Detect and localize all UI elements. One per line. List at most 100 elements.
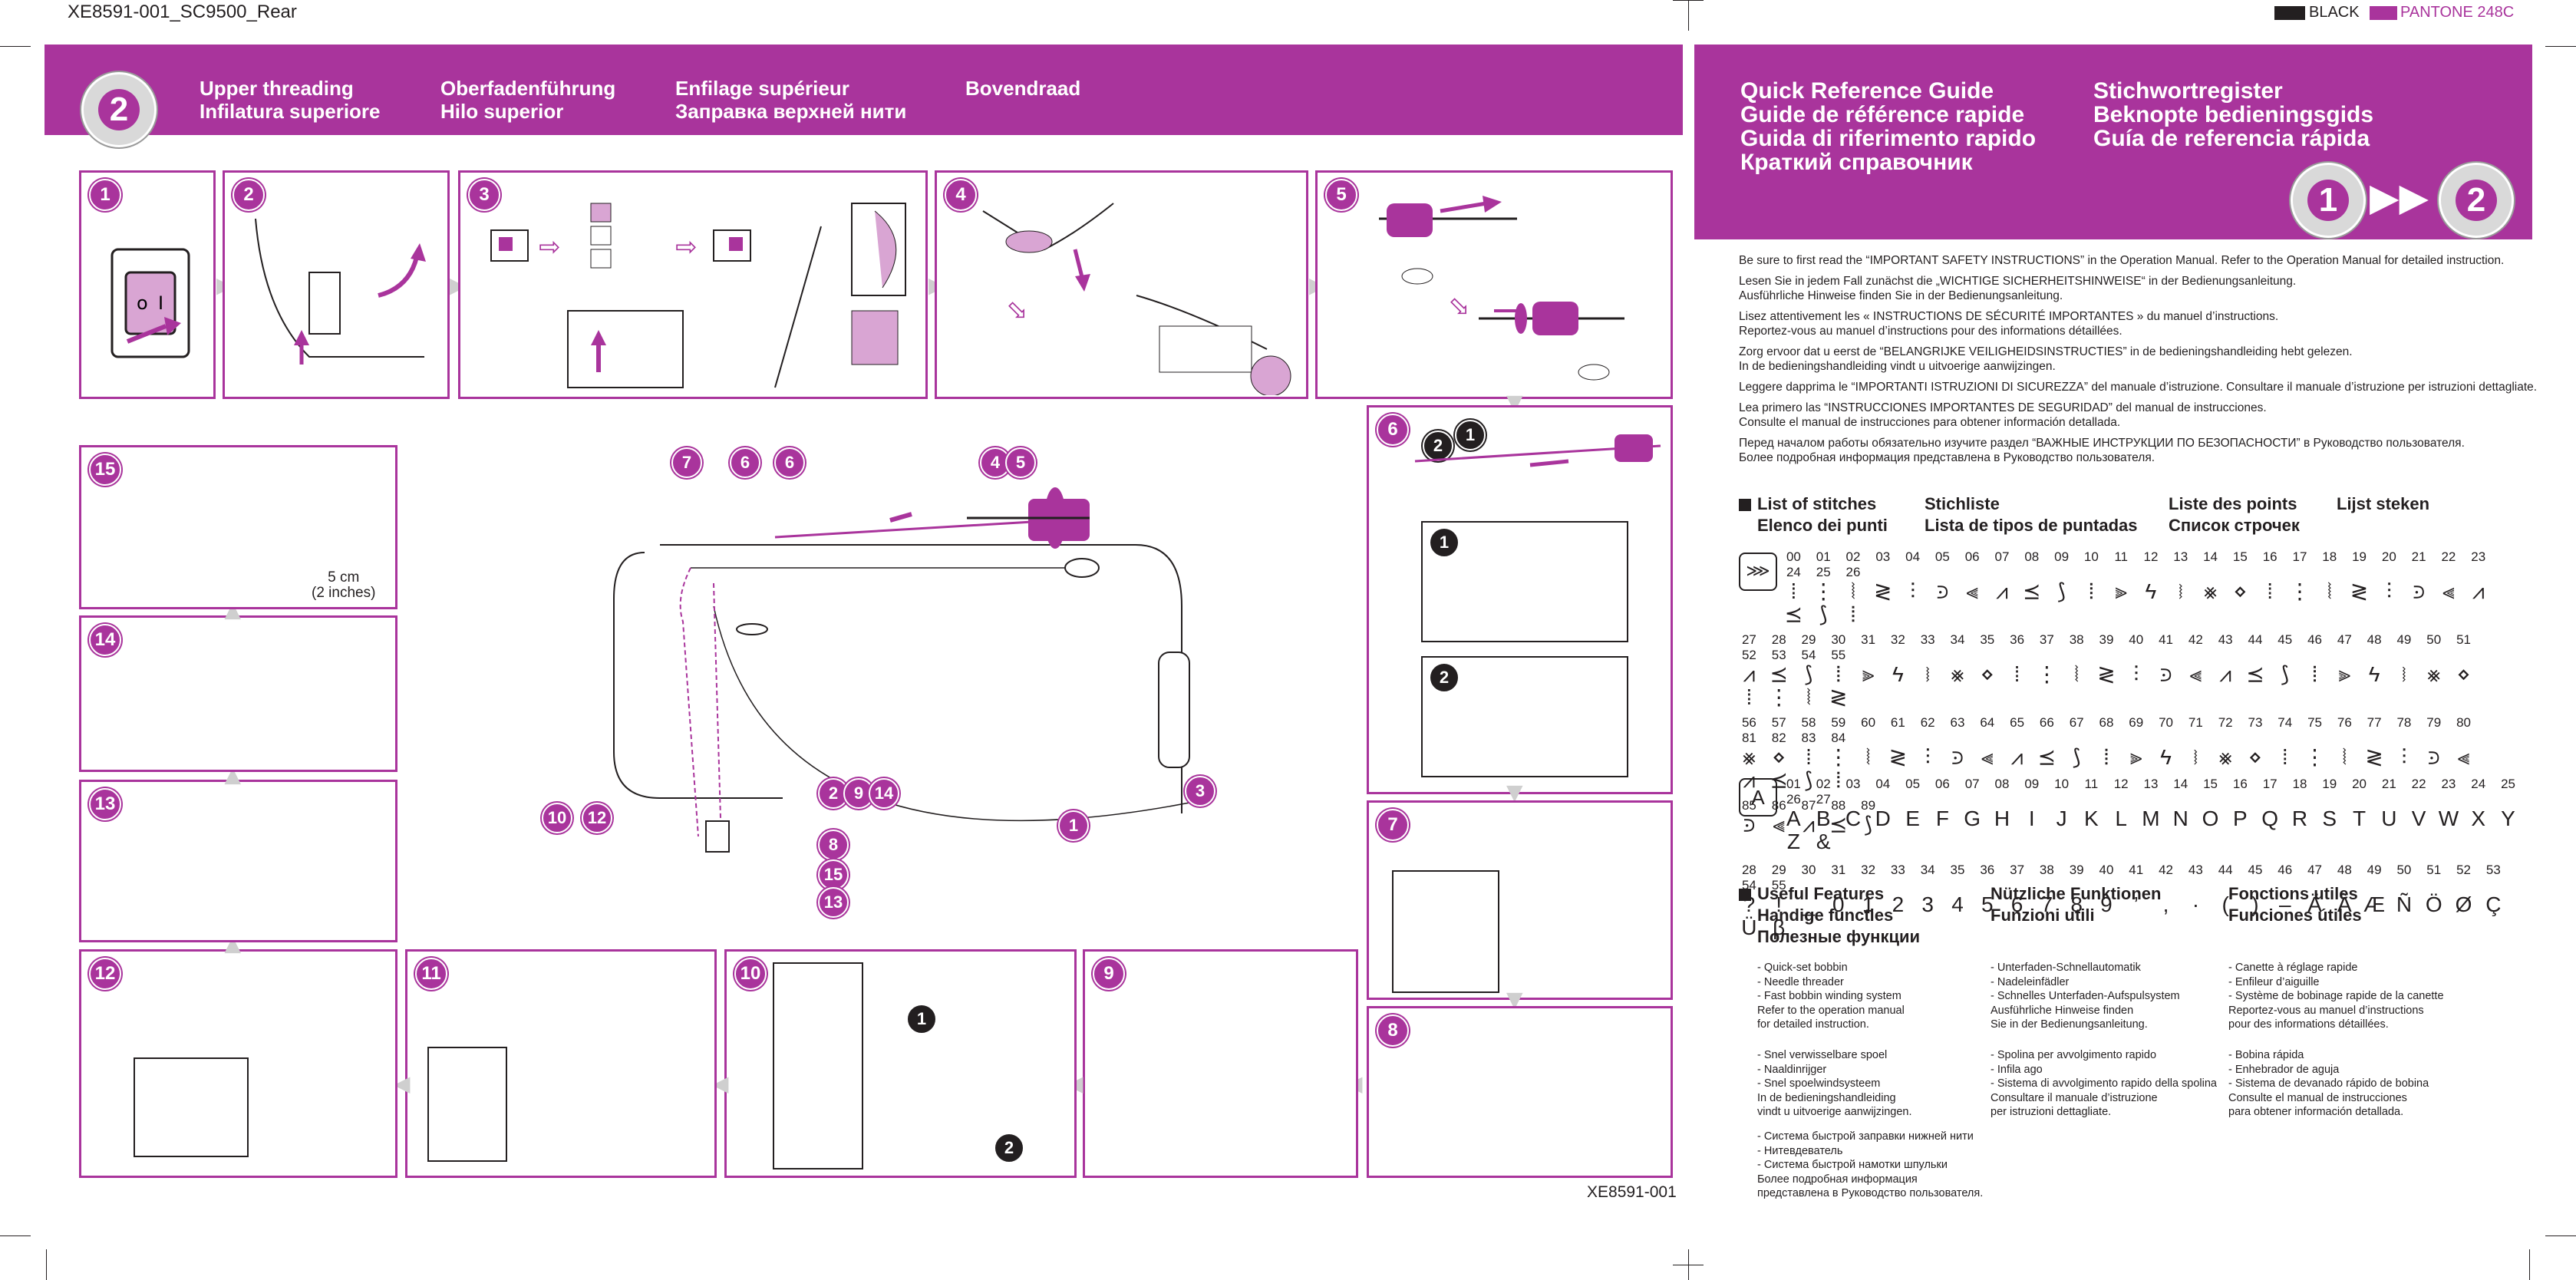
stitch-number: 86: [1771, 798, 1786, 813]
feature-item: - Canette à réglage rapide: [2228, 962, 2358, 974]
threading-title-nl: Bovendraad: [965, 77, 1080, 100]
stitch-pattern-icon: ≷: [2350, 579, 2369, 603]
step-badge: 2: [233, 179, 265, 211]
crop-mark: [46, 1249, 47, 1280]
features-list-es: - Bobina rápida - Enhebrador de aguja - …: [2228, 1048, 2459, 1120]
feature-item: представлена в Руководство пользователя.: [1757, 1187, 1984, 1199]
character-number: 15: [2203, 777, 2218, 791]
character-glyph: E: [1905, 807, 1920, 830]
character-number: 34: [1920, 863, 1935, 877]
character-glyph: 6: [2010, 892, 2024, 916]
character-glyph: G: [1964, 807, 1981, 830]
character-glyph: β: [1773, 915, 1786, 939]
stitch-pattern-icon: ⪯: [1770, 768, 1788, 792]
stitch-number: 07: [1994, 549, 2010, 564]
step-1-panel: 1 o I: [79, 170, 216, 399]
stitch-pattern-icon: ⦙: [1836, 662, 1841, 686]
character-glyph: I: [2028, 807, 2035, 830]
callout-14: 14: [869, 778, 899, 809]
bobbin-placement-illustration: ⬂: [982, 203, 1291, 395]
character-glyph: !: [1776, 892, 1783, 916]
stitch-number: 75: [2307, 715, 2322, 730]
features-list-nl: - Snel verwisselbare spoel - Naaldinrijg…: [1757, 1048, 1987, 1120]
stitch-number: 20: [2381, 549, 2396, 564]
stitch-number: 14: [2203, 549, 2218, 564]
progress-from: 1: [2307, 180, 2349, 221]
character-number: 51: [2426, 863, 2442, 877]
stitch-number: 76: [2337, 715, 2352, 730]
stitch-number: 36: [2010, 632, 2025, 647]
qrg-title: Stichwortregister: [2093, 78, 2283, 104]
stitch-pattern-icon: ⧘: [2178, 579, 2183, 603]
feature-item: - Enhebrador de aguja: [2228, 1063, 2340, 1076]
character-glyph: 7: [2040, 892, 2053, 916]
threading-title-de-es: Oberfadenführung Hilo superior: [440, 77, 615, 123]
character-glyph: R: [2291, 807, 2308, 830]
character-number: 28: [1741, 863, 1756, 877]
svg-text:⇨: ⇨: [539, 232, 561, 262]
callout-15: 15: [818, 859, 849, 890]
character-number: 47: [2307, 863, 2322, 877]
feature-item: Reportez-vous au manuel d’instructions: [2228, 1004, 2424, 1017]
stitch-number: 34: [1950, 632, 1965, 647]
step-badge: 7: [1377, 809, 1409, 841]
step-badge: 14: [89, 624, 121, 656]
stitch-title: List of stitches: [1757, 494, 1877, 513]
callout-6: 6: [730, 447, 760, 478]
stitch-pattern-icon: ⫷: [2457, 745, 2470, 769]
feature-item: - Snel spoelwindsysteem: [1757, 1077, 1881, 1090]
feature-item: - Sistema di avvolgimento rapido della s…: [1991, 1077, 2217, 1090]
stitch-pattern-icon: ⟆: [2072, 745, 2081, 769]
safety-text-en: Be sure to first read the “IMPORTANT SAF…: [1739, 254, 2505, 267]
feature-item: - Nadeleinfädler: [1991, 975, 2070, 988]
stitch-pattern-icon: ⋙: [1739, 553, 1777, 591]
stitch-list-title-fr-ru: Liste des points Список строчек: [2169, 493, 2300, 536]
character-number: 52: [2456, 863, 2471, 877]
character-glyph: ): [2251, 892, 2259, 916]
stitch-pattern-icon: ⋮: [1827, 745, 1849, 769]
character-glyph: 0: [1832, 892, 1845, 916]
stitch-pattern-icon: ⋄: [1981, 662, 1994, 686]
stitch-title: Liste des points: [2169, 494, 2297, 513]
stitch-pattern-icon: ⋮: [1812, 579, 1835, 603]
character-glyph: Æ: [2363, 892, 2386, 916]
stitch-title: Список строчек: [2169, 516, 2300, 535]
stitch-pattern-icon: ⋄: [2456, 662, 2471, 686]
character-number: 08: [1994, 777, 2010, 791]
stitch-number: 73: [2248, 715, 2263, 730]
character-number: 16: [2232, 777, 2248, 791]
stitch-pattern-icon: ⋮: [2288, 579, 2310, 603]
feature-item: - Unterfaden-Schnellautomatik: [1991, 962, 2141, 974]
stitch-number: 19: [2352, 549, 2367, 564]
feature-item: - Sistema de devanado rápido de bobina: [2228, 1077, 2429, 1090]
section-number: 2: [98, 89, 140, 130]
stitch-number: 33: [1920, 632, 1935, 647]
safety-text-nl: Zorg ervoor dat u eerst de “BELANGRIJKE …: [1739, 345, 2353, 358]
stitch-number: 13: [2173, 549, 2188, 564]
callout-3: 3: [1185, 776, 1215, 807]
character-glyph: L: [2115, 807, 2127, 830]
feature-item: - Schnelles Unterfaden-Aufspulsystem: [1991, 990, 2180, 1002]
character-glyph: V: [2411, 807, 2426, 830]
sub-step-1-inset: 1: [1421, 521, 1628, 642]
stitch-glyph-row: ⩘⪯⟆⦙⫸ϟ⧘⨳⋄⁞⋮⦚≷⫶⪾⫷⩘⪯⟆⦙⫸ϟ⧘⨳⋄⁞⋮⦚≷: [1734, 663, 2502, 709]
feature-item: Ausführliche Hinweise finden: [1991, 1004, 2134, 1017]
stitch-number: 58: [1801, 715, 1816, 730]
features-title: Funzioni utili: [1991, 906, 2095, 925]
feature-item: - Système de bobinage rapide de la canet…: [2228, 990, 2444, 1002]
crop-mark: [1688, 0, 1689, 31]
stitch-pattern-icon: ϟ: [2145, 579, 2157, 603]
stitch-number: 67: [2069, 715, 2084, 730]
stitch-pattern-icon: ⪯: [2023, 579, 2041, 603]
character-badge: A: [1751, 786, 1765, 809]
features-title-fr-es: Fonctions utiles Funciones útiles: [2228, 883, 2362, 926]
features-title: Funciones útiles: [2228, 906, 2362, 925]
stitch-number: 61: [1890, 715, 1905, 730]
sub-step-badge: 2: [994, 1133, 1024, 1163]
character-number: 17: [2262, 777, 2278, 791]
stitch-pattern-icon: ⪾: [2427, 745, 2440, 769]
character-glyph: 5: [1981, 892, 1994, 916]
